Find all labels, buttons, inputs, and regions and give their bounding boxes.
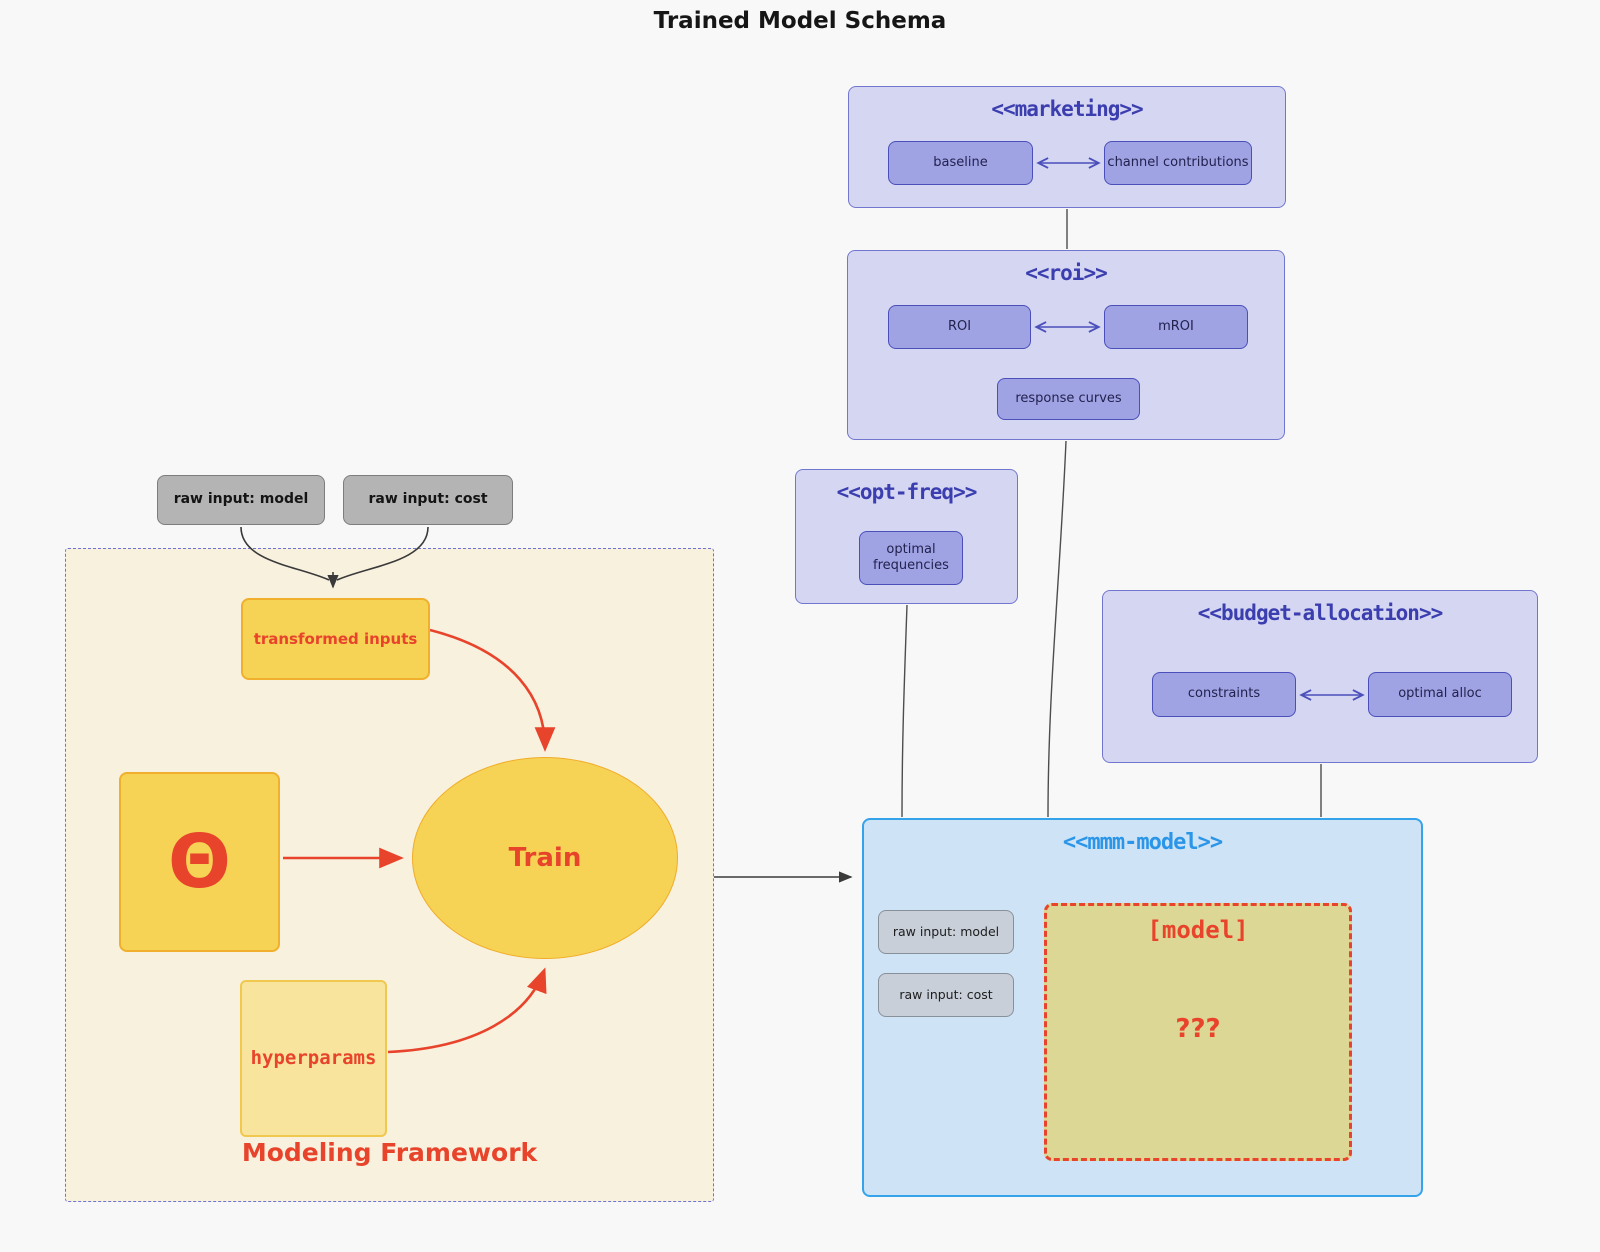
raw-input-model-label: raw input: model <box>173 491 309 508</box>
node-hyperparams: hyperparams <box>240 980 387 1137</box>
cluster-budget-allocation-title: <<budget-allocation>> <box>1197 601 1444 625</box>
edge-roi-to-mmm-model <box>1047 440 1067 818</box>
node-baseline: baseline <box>888 141 1033 185</box>
mmm-raw-input-cost-label: raw input: cost <box>899 987 993 1003</box>
model-placeholder-label: [model] <box>1147 916 1249 944</box>
node-optimal-frequencies: optimal frequencies <box>859 531 963 585</box>
node-mroi: mROI <box>1104 305 1248 349</box>
node-transformed-inputs: transformed inputs <box>241 598 430 680</box>
node-optimal-alloc: optimal alloc <box>1368 672 1512 717</box>
node-channel-contributions: channel contributions <box>1104 141 1252 185</box>
channel-contributions-label: channel contributions <box>1107 154 1249 170</box>
constraints-label: constraints <box>1187 686 1261 702</box>
node-train: Train <box>412 757 678 959</box>
raw-input-cost-label: raw input: cost <box>368 491 488 508</box>
theta-label: Θ <box>168 819 231 905</box>
node-roi: ROI <box>888 305 1031 349</box>
cluster-mmm-model-title: <<mmm-model>> <box>1062 830 1223 855</box>
node-mmm-raw-input-cost: raw input: cost <box>878 973 1014 1017</box>
node-raw-input-cost: raw input: cost <box>343 475 513 525</box>
train-label: Train <box>508 842 582 873</box>
node-constraints: constraints <box>1152 672 1296 717</box>
optimal-frequencies-label: optimal frequencies <box>873 541 949 573</box>
cluster-marketing-title: <<marketing>> <box>991 97 1143 121</box>
node-response-curves: response curves <box>997 378 1140 420</box>
model-placeholder-box: [model] ??? <box>1044 903 1352 1161</box>
edge-opt-freq-to-mmm-model <box>901 604 908 818</box>
diagram-title: Trained Model Schema <box>653 8 947 34</box>
transformed-inputs-label: transformed inputs <box>253 629 418 648</box>
baseline-label: baseline <box>933 154 988 170</box>
unknown-label: ??? <box>1175 1014 1221 1044</box>
node-mmm-raw-input-model: raw input: model <box>878 910 1014 954</box>
cluster-roi-title: <<roi>> <box>1025 261 1108 285</box>
mroi-label: mROI <box>1158 318 1194 334</box>
response-curves-label: response curves <box>1015 390 1122 406</box>
cluster-opt-freq-title: <<opt-freq>> <box>836 480 978 504</box>
node-raw-input-model: raw input: model <box>157 475 325 525</box>
hyperparams-label: hyperparams <box>250 1046 377 1069</box>
modeling-framework-label: Modeling Framework <box>241 1138 538 1167</box>
roi-label: ROI <box>947 318 972 334</box>
mmm-raw-input-model-label: raw input: model <box>892 924 1000 940</box>
node-theta: Θ <box>119 772 280 952</box>
optimal-alloc-label: optimal alloc <box>1398 686 1482 702</box>
